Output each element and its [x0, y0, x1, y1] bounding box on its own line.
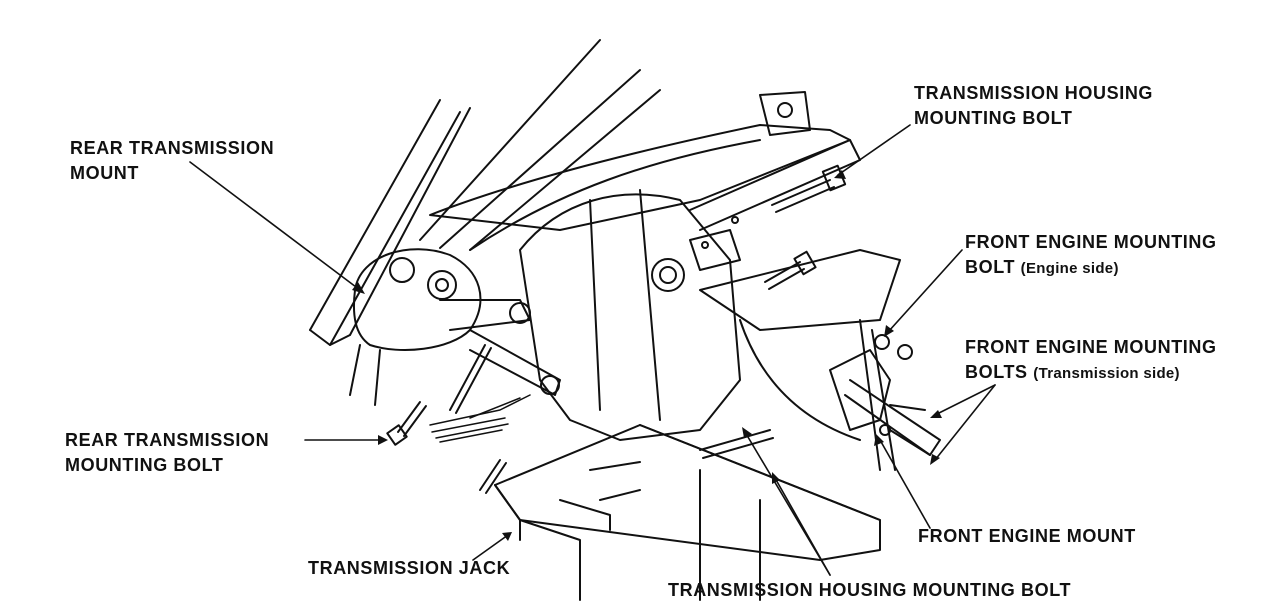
hatch-pad	[429, 394, 531, 443]
label-transmission-jack: TRANSMISSION JACK	[308, 556, 510, 581]
label-line: TRANSMISSION HOUSING MOUNTING BOLT	[668, 580, 1072, 600]
engine-front-mount	[699, 249, 941, 471]
arrowheads	[352, 170, 942, 541]
label-word: BOLTS	[965, 362, 1028, 382]
label-line: FRONT ENGINE MOUNT	[918, 526, 1136, 546]
label-line: MOUNTING BOLT	[65, 455, 224, 475]
leader-lines	[189, 124, 996, 576]
upper-crossmember	[429, 91, 861, 231]
label-sub: (Transmission side)	[1033, 365, 1180, 382]
label-line: TRANSMISSION JACK	[308, 558, 511, 578]
label-line: TRANSMISSION HOUSING	[914, 83, 1154, 103]
frame-rails	[309, 39, 761, 346]
label-front-engine-mount: FRONT ENGINE MOUNT	[918, 524, 1136, 549]
label-line: BOLTS (Transmission side)	[965, 360, 1217, 386]
label-transmission-housing-bolt-bottom: TRANSMISSION HOUSING MOUNTING BOLT	[668, 578, 1071, 603]
transmission-case	[519, 189, 741, 441]
label-line: FRONT ENGINE MOUNTING	[965, 337, 1217, 357]
rear-mount-assembly	[349, 248, 561, 406]
label-line: BOLT (Engine side)	[965, 255, 1217, 281]
label-sub: (Engine side)	[1020, 260, 1119, 277]
label-word: BOLT	[965, 257, 1016, 277]
label-front-engine-bolt-engine-side: FRONT ENGINE MOUNTING BOLT (Engine side)	[965, 230, 1217, 281]
label-front-engine-bolts-transmission-side: FRONT ENGINE MOUNTING BOLTS (Transmissio…	[965, 335, 1217, 386]
label-rear-transmission-mounting-bolt: REAR TRANSMISSION MOUNTING BOLT	[65, 428, 269, 478]
label-transmission-housing-bolt-top: TRANSMISSION HOUSING MOUNTING BOLT	[914, 81, 1153, 131]
label-line: REAR TRANSMISSION	[70, 138, 275, 158]
label-line: MOUNT	[70, 163, 139, 183]
transmission-jack	[494, 424, 881, 601]
label-rear-transmission-mount: REAR TRANSMISSION MOUNT	[70, 136, 274, 186]
label-line: FRONT ENGINE MOUNTING	[965, 232, 1217, 252]
label-line: REAR TRANSMISSION	[65, 430, 270, 450]
housing-bolt-top	[771, 179, 835, 213]
bolt-shapes	[386, 164, 931, 494]
label-line: MOUNTING BOLT	[914, 108, 1073, 128]
